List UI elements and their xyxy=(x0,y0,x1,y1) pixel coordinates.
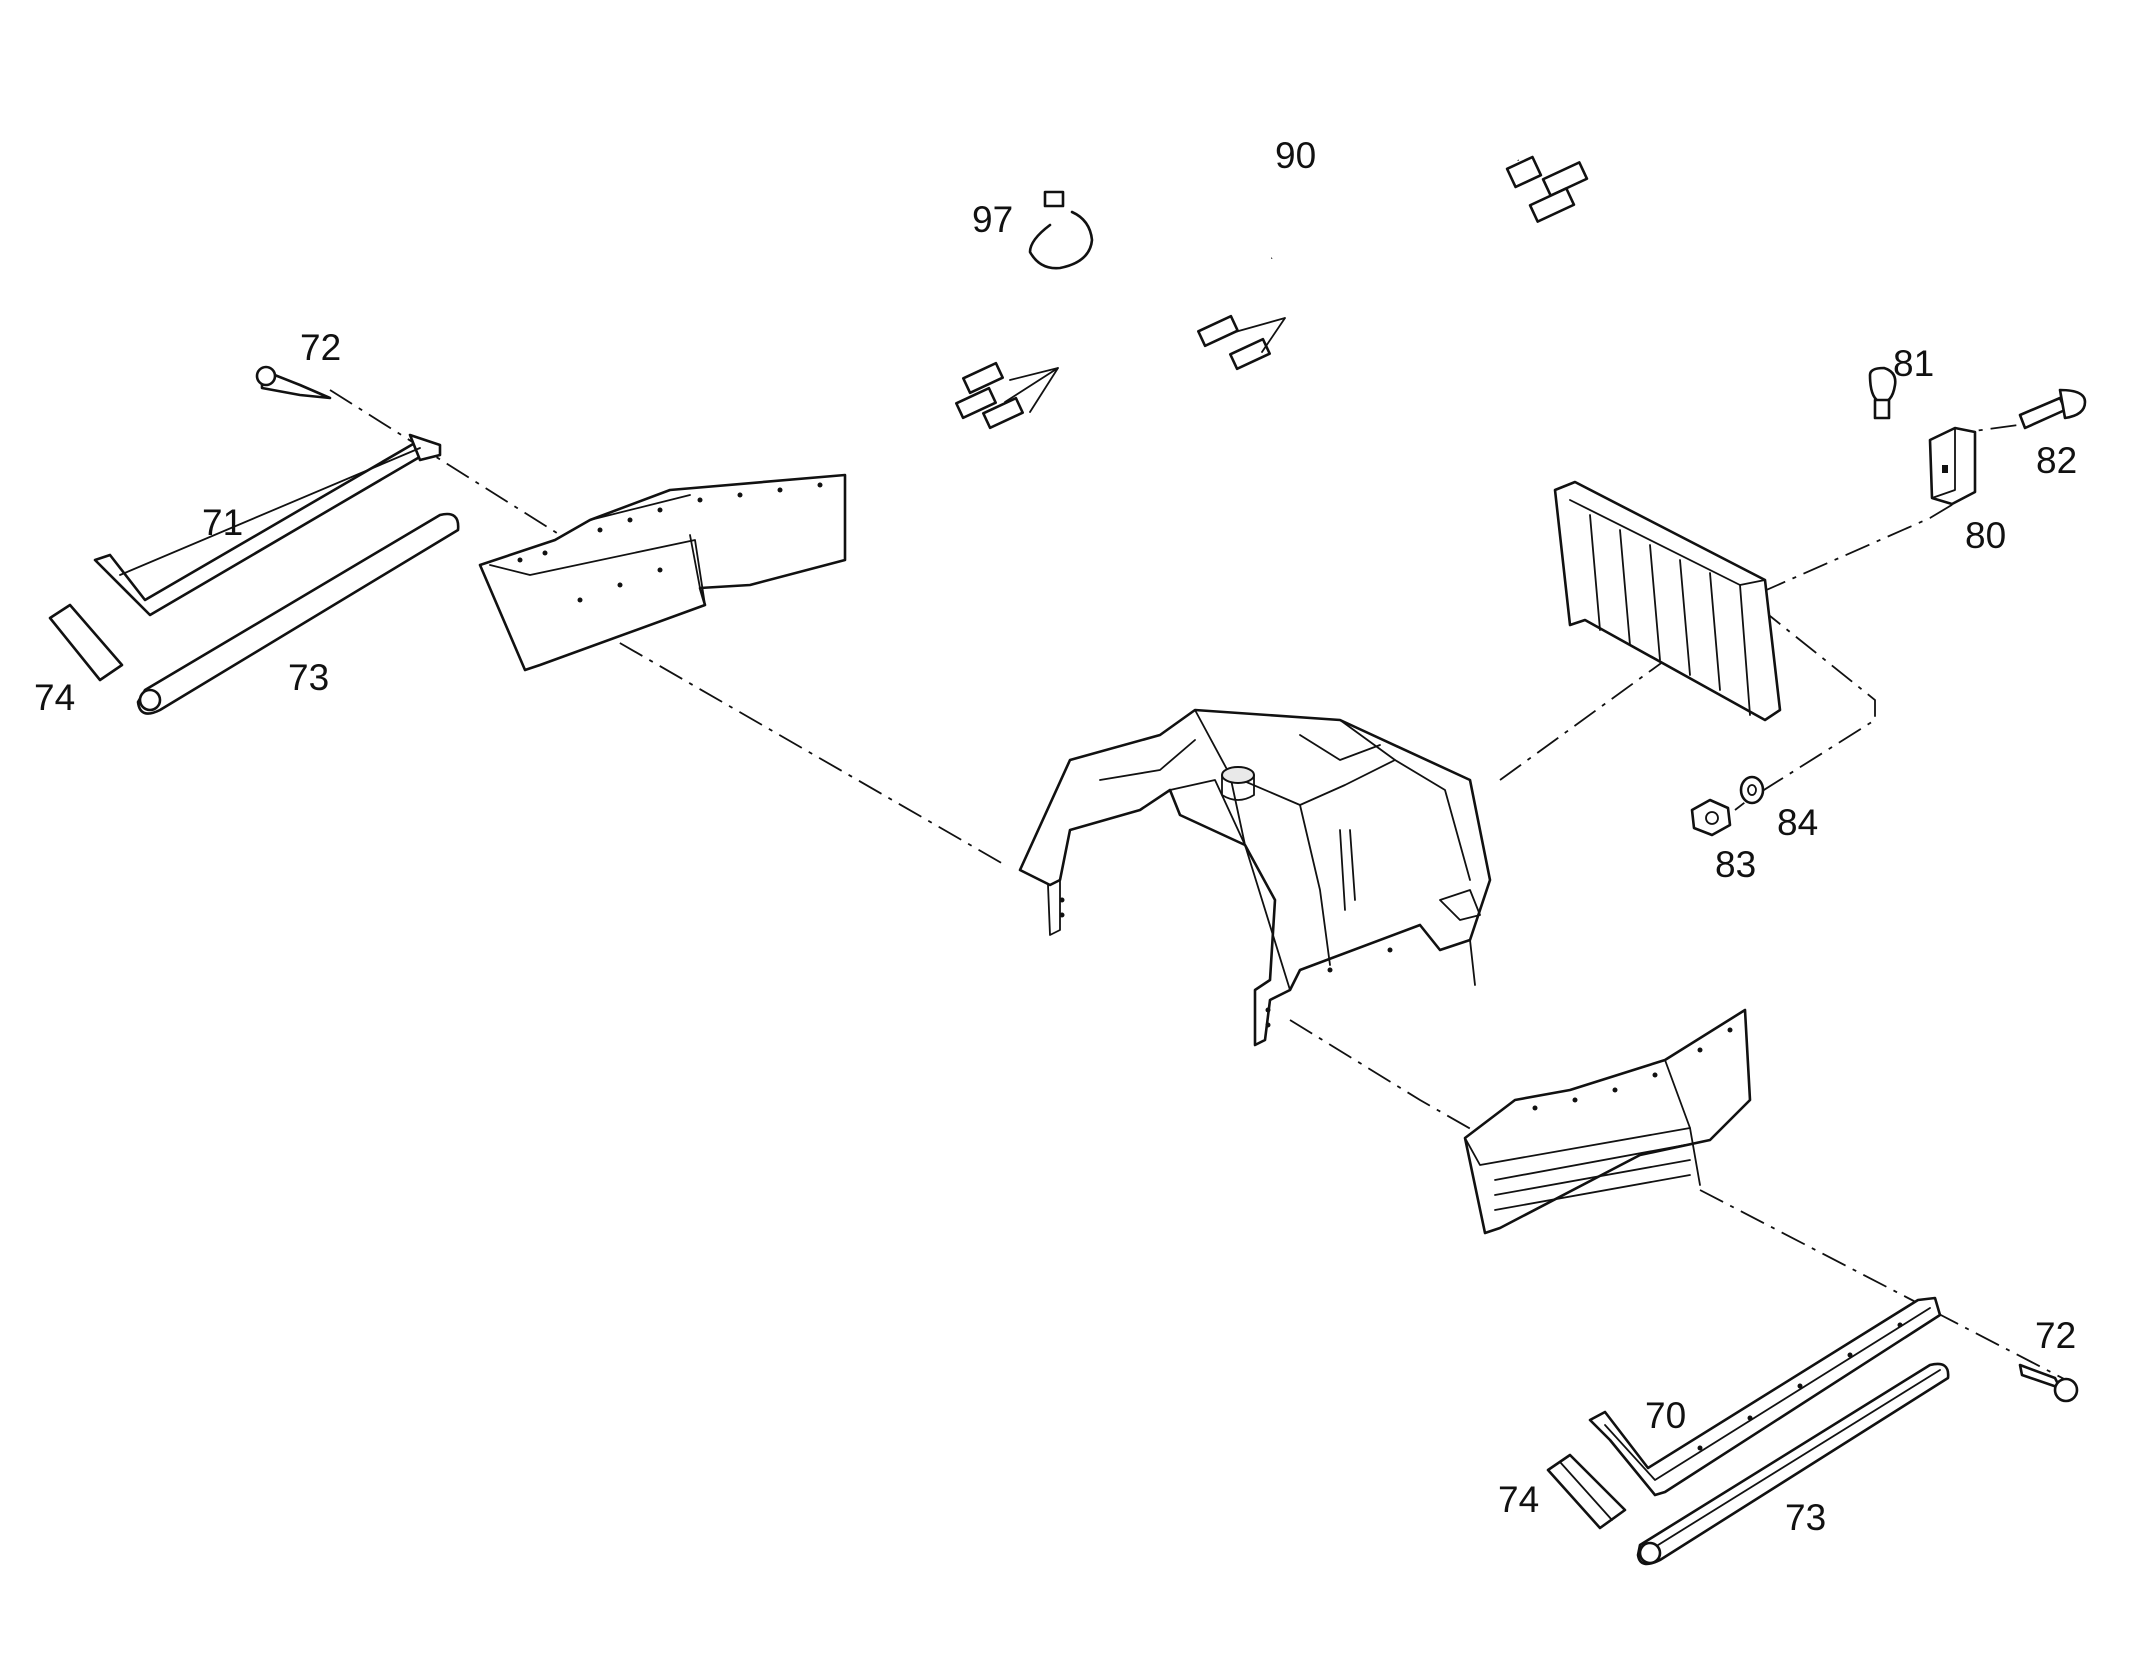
grille-slats xyxy=(1589,514,1721,691)
fender-left xyxy=(478,473,847,672)
end-cap-bottom xyxy=(1546,1453,1627,1530)
callout-labels: 90 97 72 71 74 73 81 82 80 84 83 72 70 7… xyxy=(34,135,2077,1538)
lamp-block xyxy=(1928,426,1977,506)
center-frame-holes xyxy=(1059,897,1393,1028)
callout-97: 97 xyxy=(972,199,1013,240)
center-frame xyxy=(1018,708,1492,1047)
callout-72-top: 72 xyxy=(300,327,341,368)
grille xyxy=(1553,480,1782,722)
fender-right-vents xyxy=(1494,1144,1691,1211)
callout-83: 83 xyxy=(1715,844,1756,885)
fender-right xyxy=(1463,1008,1752,1235)
callout-74-bottom: 74 xyxy=(1498,1479,1539,1520)
callout-72-bottom: 72 xyxy=(2035,1315,2076,1356)
callout-81: 81 xyxy=(1893,343,1934,384)
callout-73-bottom: 73 xyxy=(1785,1497,1826,1538)
fender-left-holes xyxy=(517,482,823,603)
callout-80: 80 xyxy=(1965,515,2006,556)
screw-top xyxy=(255,365,332,400)
fender-right-holes xyxy=(1532,1027,1733,1111)
callout-84: 84 xyxy=(1777,802,1818,843)
nut-and-washer xyxy=(1690,775,1765,837)
leader-lines xyxy=(329,389,2071,1383)
end-cap-top xyxy=(48,603,124,682)
bolt xyxy=(2018,388,2087,430)
callout-70: 70 xyxy=(1645,1395,1686,1436)
callout-82: 82 xyxy=(2036,440,2077,481)
bumper-tube-top xyxy=(136,512,460,715)
trim-strip-bottom-holes xyxy=(1697,1322,1903,1451)
trim-strip-bottom xyxy=(1588,1296,1942,1497)
clamp xyxy=(1028,190,1094,270)
bumper-tube-bottom xyxy=(1636,1362,1950,1566)
callout-90: 90 xyxy=(1275,135,1316,176)
callout-73-top: 73 xyxy=(288,657,329,698)
trim-strip-top xyxy=(93,433,442,617)
callout-74-top: 74 xyxy=(34,677,75,718)
screw-bottom xyxy=(2018,1363,2079,1403)
wire-harness xyxy=(955,129,1589,430)
callout-71: 71 xyxy=(202,502,243,543)
bulb xyxy=(1868,366,1897,420)
